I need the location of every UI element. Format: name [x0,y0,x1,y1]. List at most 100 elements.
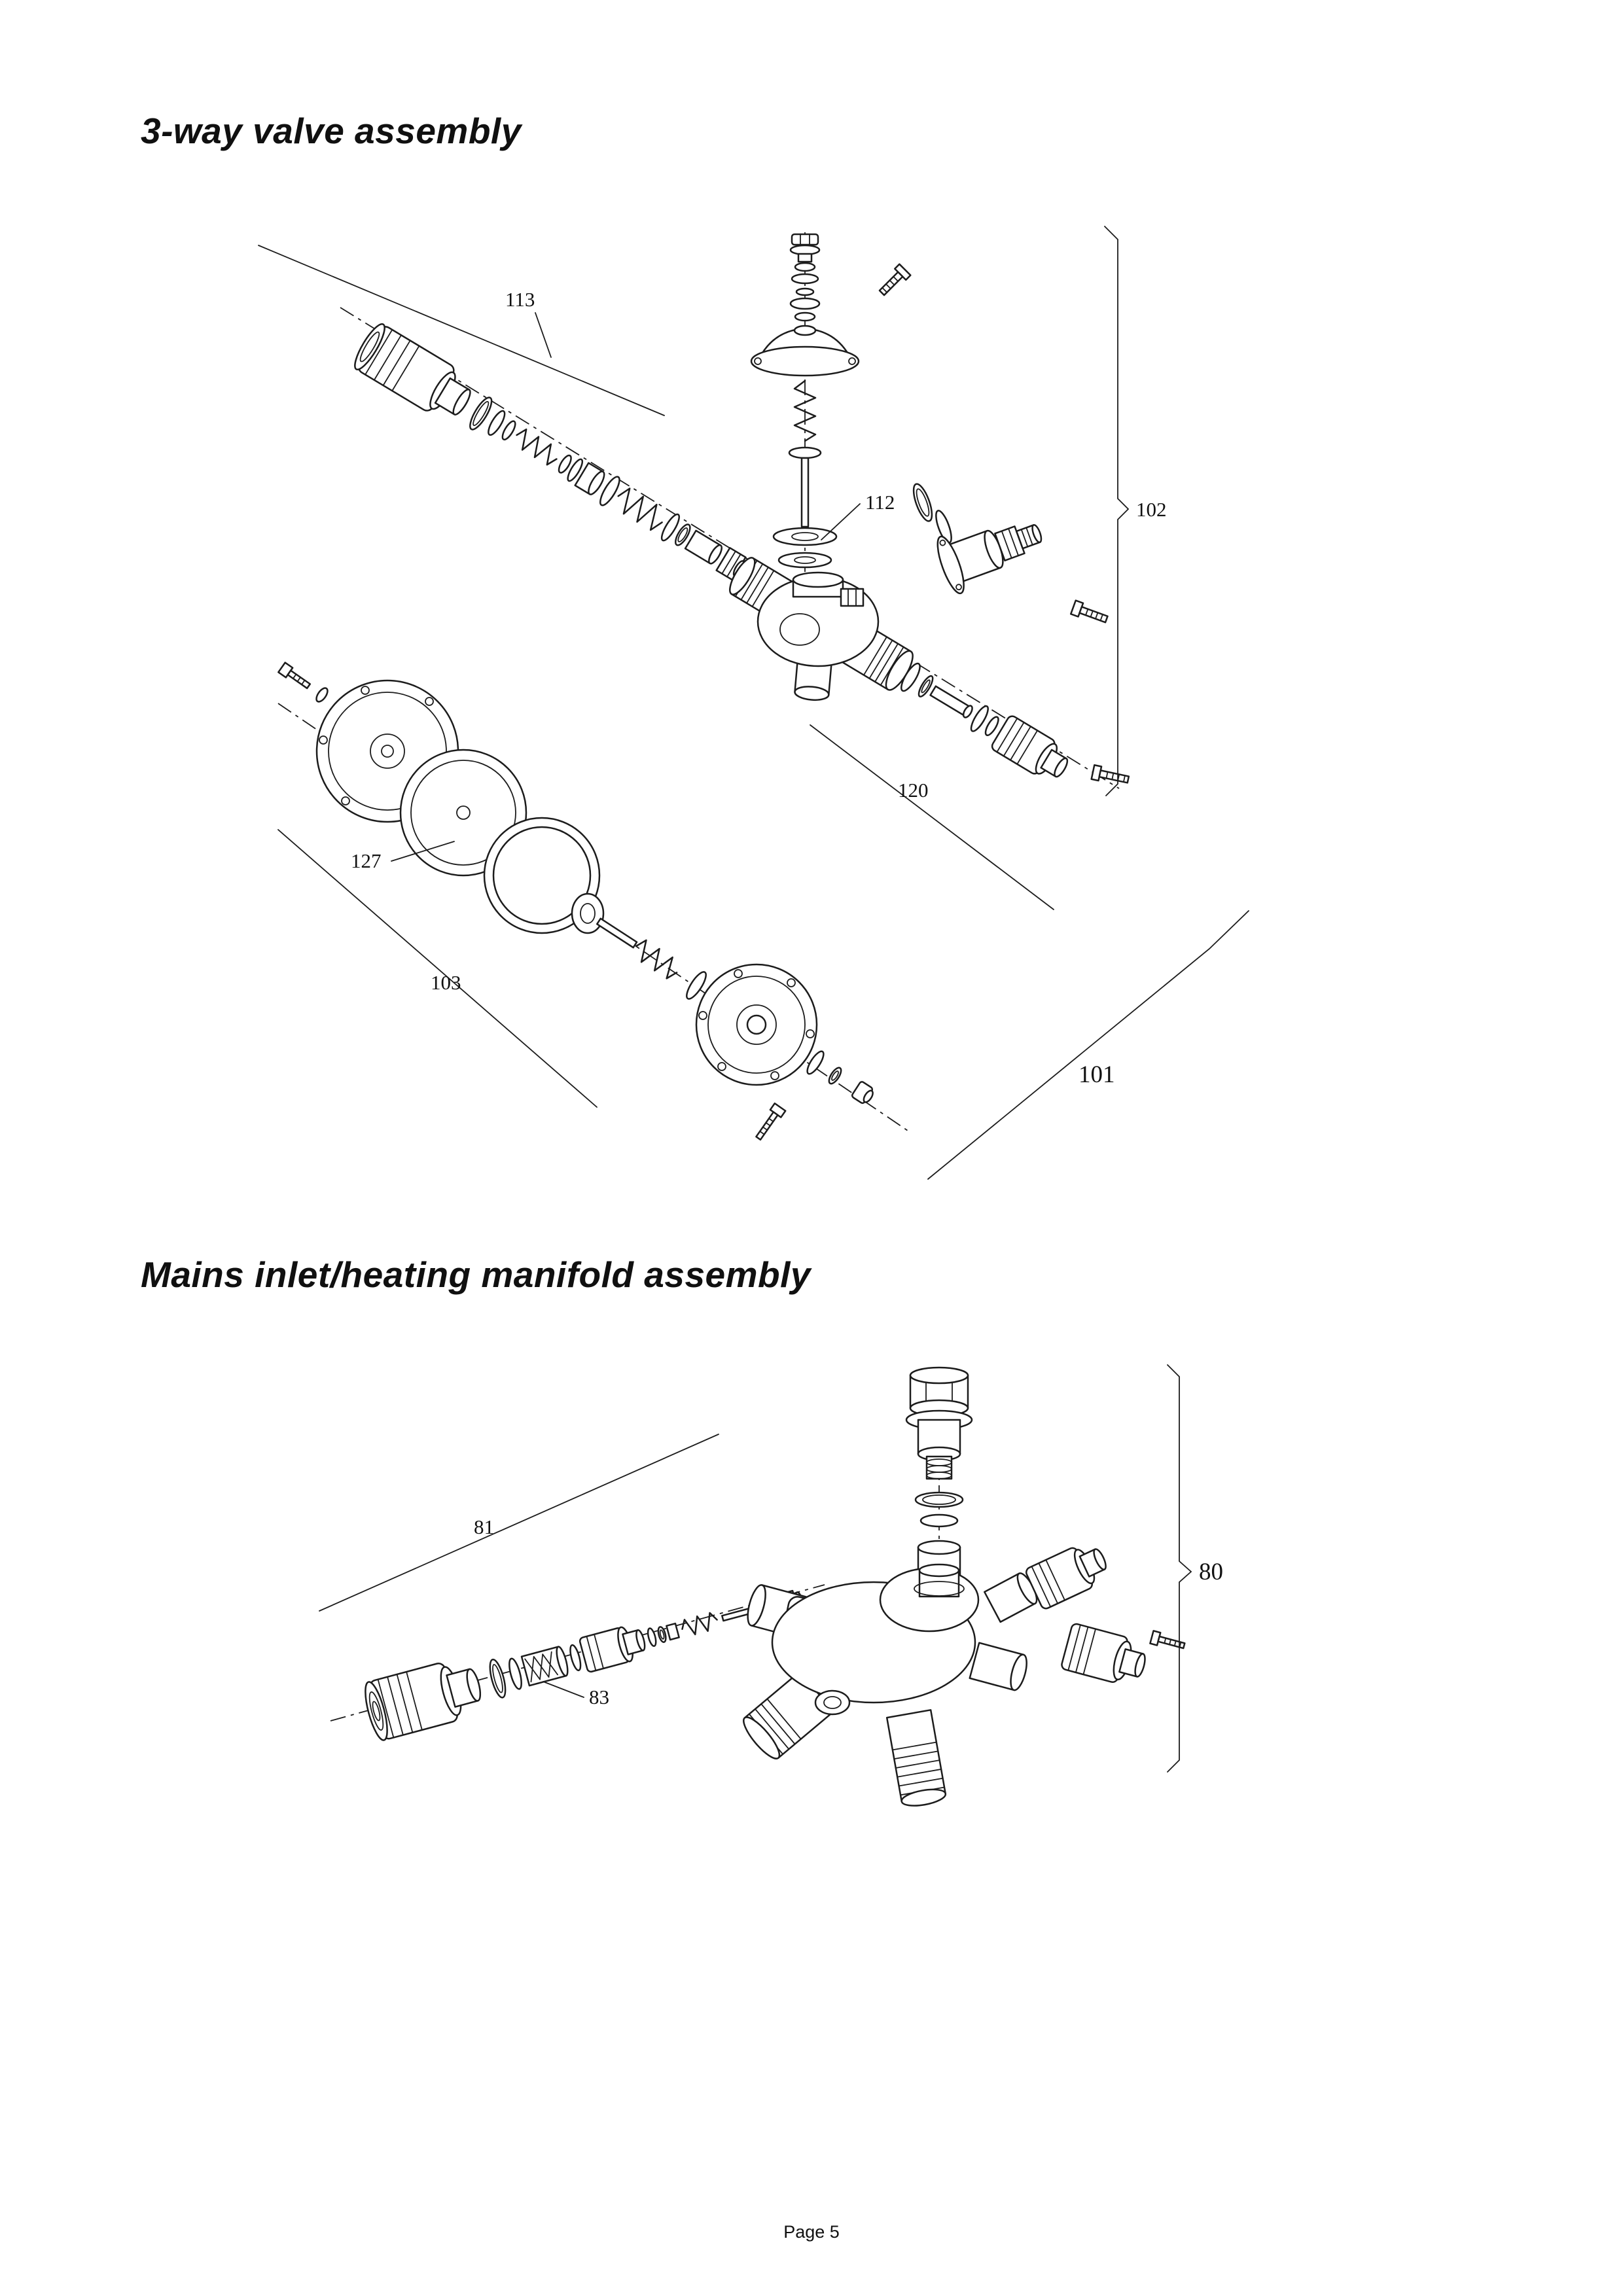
callout-127: 127 [351,849,382,872]
section-title-valve: 3-way valve assembly [141,111,522,151]
inlet-parts-axis [365,1589,803,1741]
union-body [905,1409,973,1480]
callout-101: 101 [1079,1061,1115,1088]
leader-line-112 [821,503,861,540]
stem-rod [596,917,638,949]
leader-line-81 [319,1434,719,1612]
clip [666,1622,680,1641]
union-nut-stack [905,1366,973,1528]
housing-bolt [755,1103,787,1141]
manifold-bottom-left-port [743,1670,834,1759]
seat-ring [919,1513,959,1528]
diaphragm-top-housing [750,325,860,377]
leader-line-103 [277,829,597,1108]
leader-line-83 [543,1681,584,1698]
section-title-manifold: Mains inlet/heating manifold assembly [141,1254,811,1295]
spring [617,487,663,531]
o-ring [918,675,934,698]
diaphragm-housing [695,963,818,1086]
knurled-filter [520,1646,569,1687]
o-ring [657,1626,667,1643]
diaphragm-assembly [277,662,874,1141]
washer [558,454,584,482]
page-number: Page 5 [783,2222,840,2242]
valve-callouts: 113 112 102 120 127 103 101 [258,226,1249,1180]
callout-102: 102 [1136,498,1167,521]
manifold-body [743,1540,1038,1807]
coupling-screw [1090,764,1130,784]
diaphragm-ring [483,817,601,934]
coupling-body [579,1626,646,1673]
valve-cup [574,462,620,506]
manifold-front-port [814,1689,851,1716]
callout-81: 81 [474,1515,494,1538]
callout-120: 120 [898,779,929,802]
leader-line-101 [927,910,1249,1180]
o-ring [984,716,999,736]
push-rod [800,457,810,528]
washer [970,705,989,732]
spring [681,1612,718,1636]
quick-connect-coupling [354,323,471,415]
manifold-callouts: 81 83 80 [319,1364,1223,1773]
valve-cartridge-parts [354,323,777,594]
manifold-right-port [969,1642,1027,1691]
diaphragm-cap-stack [750,233,912,569]
callout-103: 103 [431,971,461,994]
o-ring [675,523,691,546]
gasket [914,1491,964,1508]
manifold-right-top-port [984,1572,1038,1623]
washer [901,662,921,692]
side-fitting-assembly [912,483,1109,624]
washer [647,1627,657,1647]
manifold-assembly-diagram: 81 83 80 [319,1364,1223,1807]
cover-screw [878,263,912,296]
valve-face-detail [779,613,820,646]
leader-line-113 [258,245,665,416]
diaphragm-cup [571,892,605,934]
callout-80: 80 [1199,1559,1223,1585]
sleeve [684,529,722,565]
quick-connect-coupling [991,715,1069,778]
washer [806,1050,825,1075]
washer [569,1644,582,1672]
manifold-union-seat [914,1563,965,1598]
screw [1149,1630,1186,1650]
o-ring [469,397,493,431]
o-ring [912,483,933,522]
valve-assembly-diagram: 113 112 102 120 127 103 101 [258,226,1249,1180]
spring [793,380,817,442]
leader-line-120 [810,724,1054,910]
valve-hex-boss [840,588,865,607]
quick-connect-coupling [1026,1547,1107,1610]
cover-bolt [277,662,312,690]
callout-83: 83 [589,1686,609,1708]
washer-stack [789,262,821,322]
diaphragm-plate [772,527,838,569]
leader-tick-113 [535,312,552,358]
union-nut [909,1366,969,1417]
quick-connect-coupling [365,1663,482,1741]
quick-connect-coupling [1061,1623,1146,1684]
three-way-valve-body [729,557,914,701]
spindle [929,685,973,718]
fitting-screw [1069,599,1109,624]
callout-112: 112 [865,491,895,514]
washer [686,971,707,1000]
o-ring [489,1658,507,1699]
bracket-102 [1104,226,1130,796]
washer [788,446,822,459]
o-ring [828,1067,842,1085]
callout-113: 113 [505,288,535,311]
cap-screw [789,233,821,263]
outlet-parts-axis [901,662,1069,778]
washer [508,1657,522,1690]
washer [488,410,516,441]
spring [635,939,678,980]
bracket-80 [1167,1364,1192,1773]
leader-line-127 [391,841,455,862]
washer [660,513,680,542]
washer [315,687,329,703]
spring [516,428,558,466]
manifold-bottom-stub [885,1709,947,1807]
